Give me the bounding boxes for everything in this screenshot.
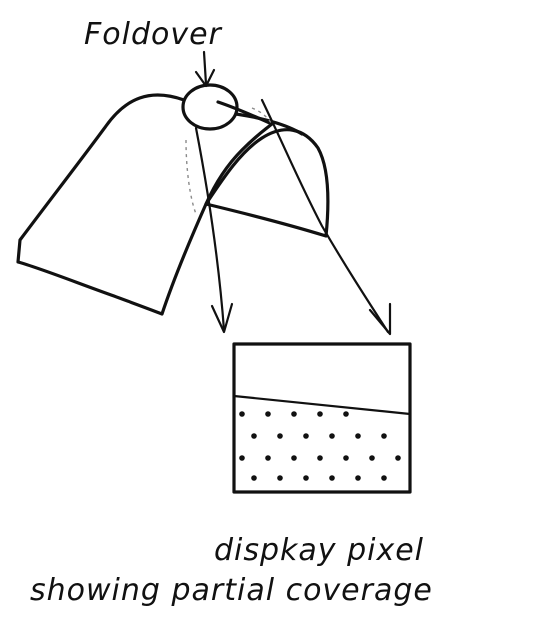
coverage-dot <box>251 433 257 439</box>
foldover-label: Foldover <box>84 17 223 52</box>
coverage-dot <box>277 475 283 481</box>
coverage-dot <box>343 411 349 417</box>
display-pixel-box <box>234 344 410 492</box>
coverage-dot <box>381 433 387 439</box>
coverage-dot <box>317 455 323 461</box>
caption-line-1: dispkay pixel <box>214 533 424 568</box>
coverage-dot <box>343 455 349 461</box>
coverage-dot <box>251 475 257 481</box>
coverage-dot <box>239 411 245 417</box>
coverage-dot <box>265 455 271 461</box>
coverage-dot <box>291 411 297 417</box>
coverage-dot <box>265 411 271 417</box>
coverage-dot <box>317 411 323 417</box>
coverage-dot <box>277 433 283 439</box>
coverage-dot <box>395 455 401 461</box>
front-flap-outline <box>206 130 328 236</box>
projection-arrow-left <box>196 128 232 332</box>
coverage-dot <box>329 475 335 481</box>
back-surface-outline <box>18 95 272 314</box>
coverage-dot-fill <box>239 411 401 481</box>
coverage-dot <box>303 475 309 481</box>
coverage-dot <box>381 475 387 481</box>
coverage-dot <box>303 433 309 439</box>
caption-line-2: showing partial coverage <box>30 573 433 608</box>
foldover-pointer-arrow <box>196 52 214 86</box>
coverage-edge-line <box>234 396 410 414</box>
coverage-dot <box>369 455 375 461</box>
coverage-dot <box>329 433 335 439</box>
coverage-dot <box>355 433 361 439</box>
faint-guide-line <box>186 140 196 214</box>
coverage-dot <box>239 455 245 461</box>
coverage-dot <box>291 455 297 461</box>
coverage-dot <box>355 475 361 481</box>
